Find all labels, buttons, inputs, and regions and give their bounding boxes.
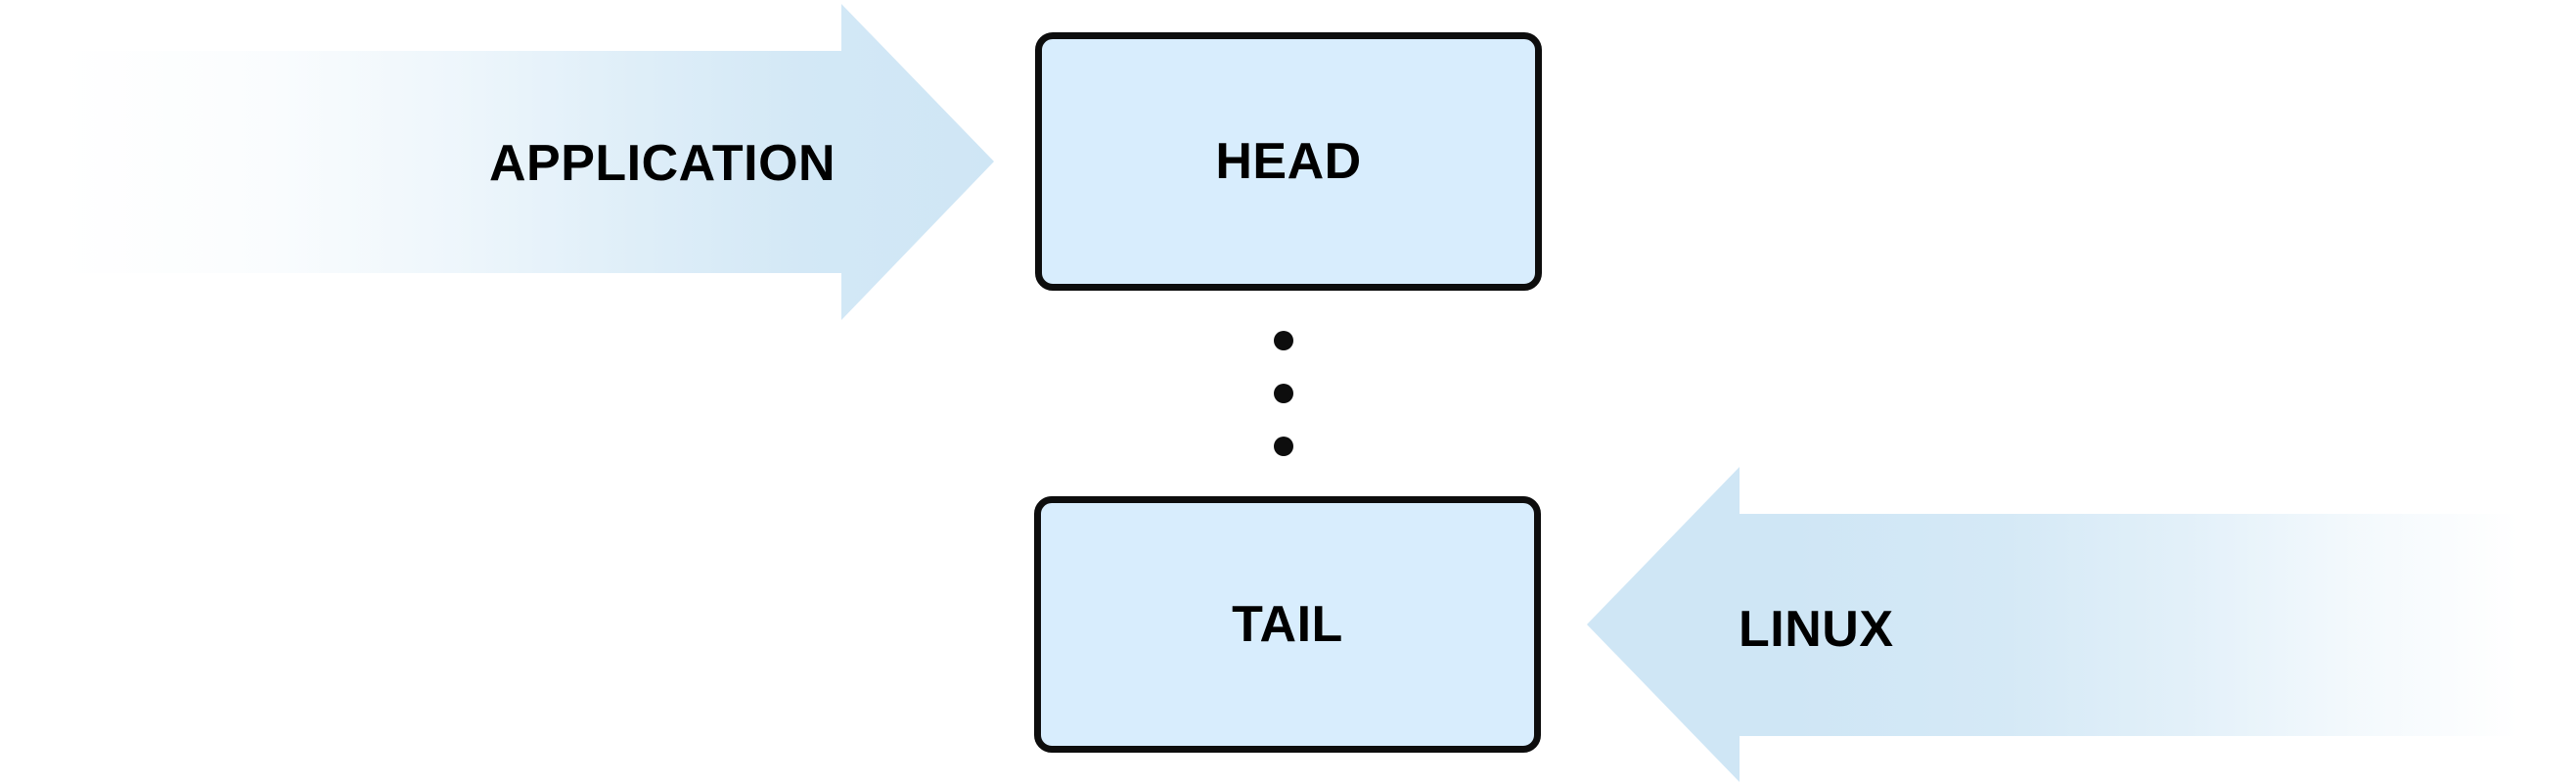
application-arrow-label: APPLICATION [489, 135, 836, 192]
ellipsis-dot-icon [1274, 384, 1293, 403]
tail-node-label: TAIL [1232, 596, 1343, 653]
ellipsis-dot-icon [1274, 437, 1293, 456]
tail-node-box[interactable]: TAIL [1034, 496, 1541, 753]
ellipsis-dot-icon [1274, 331, 1293, 350]
vertical-ellipsis [1274, 331, 1295, 458]
linux-arrow-shape [1587, 467, 2519, 782]
linux-arrow-label: LINUX [1739, 601, 1894, 658]
head-node-label: HEAD [1215, 133, 1362, 190]
head-node-box[interactable]: HEAD [1035, 32, 1542, 291]
application-arrow-shape [59, 4, 994, 320]
